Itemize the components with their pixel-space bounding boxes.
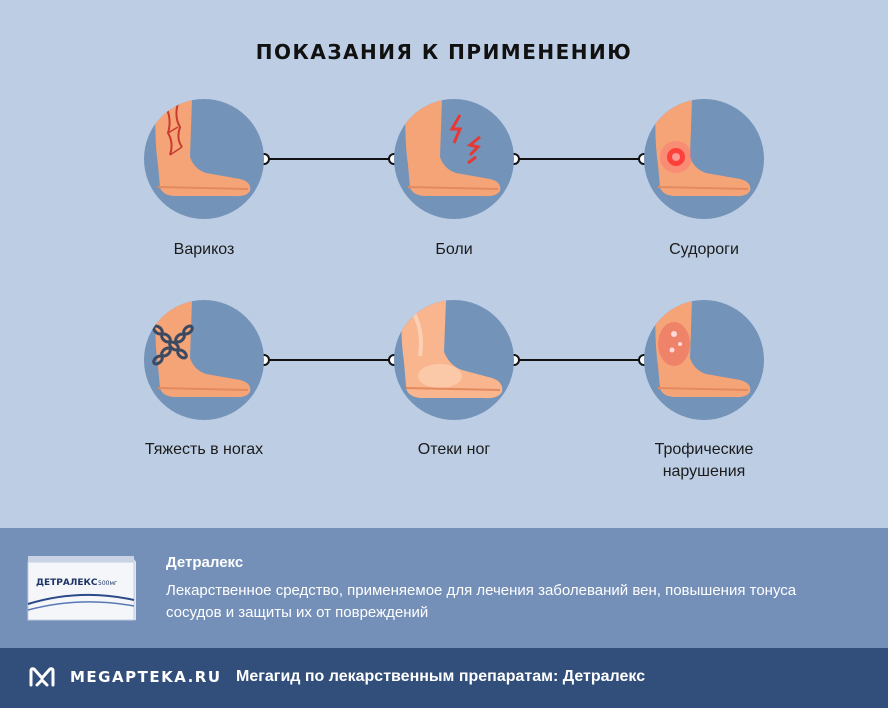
cramp-foot-icon xyxy=(644,99,764,219)
indication-label-heaviness: Тяжесть в ногах xyxy=(144,441,264,458)
connector-line xyxy=(264,359,394,361)
connector-line xyxy=(514,158,644,160)
indication-label-edema: Отеки ног xyxy=(417,441,491,458)
indication-label-pain: Боли xyxy=(435,241,473,258)
product-info-band: ДЕТРАЛЕКС 500мг Детралекс Лекарственное … xyxy=(0,528,888,648)
indication-label-varicose: Варикоз xyxy=(173,241,235,258)
footer-bar: MEGAPTEKA.RU Мегагид по лекарственным пр… xyxy=(0,648,888,708)
swollen-foot-icon xyxy=(394,300,514,420)
product-description: Лекарственное средство, применяемое для … xyxy=(166,582,797,621)
megapteka-logo-icon[interactable] xyxy=(28,665,56,694)
footer-tagline: Мегагид по лекарственным препаратам: Дет… xyxy=(236,668,646,685)
brand-name-link[interactable]: MEGAPTEKA.RU xyxy=(70,668,222,686)
box-dose-text: 500мг xyxy=(98,580,117,587)
indication-label-cramps: Судороги xyxy=(669,241,739,258)
trophic-foot-icon xyxy=(644,300,764,420)
indication-label-trophic: Трофические нарушения xyxy=(654,441,754,480)
page-title: ПОКАЗАНИЯ К ПРИМЕНЕНИЮ xyxy=(255,40,633,64)
heavy-legs-foot-icon xyxy=(144,300,264,420)
connector-line xyxy=(514,359,644,361)
product-package-image: ДЕТРАЛЕКС 500мг xyxy=(24,552,138,631)
product-name: Детралекс xyxy=(166,554,244,571)
pain-foot-icon xyxy=(394,99,514,219)
box-brand-text: ДЕТРАЛЕКС xyxy=(36,578,98,588)
connector-line xyxy=(264,158,394,160)
varicose-foot-icon xyxy=(144,99,264,219)
